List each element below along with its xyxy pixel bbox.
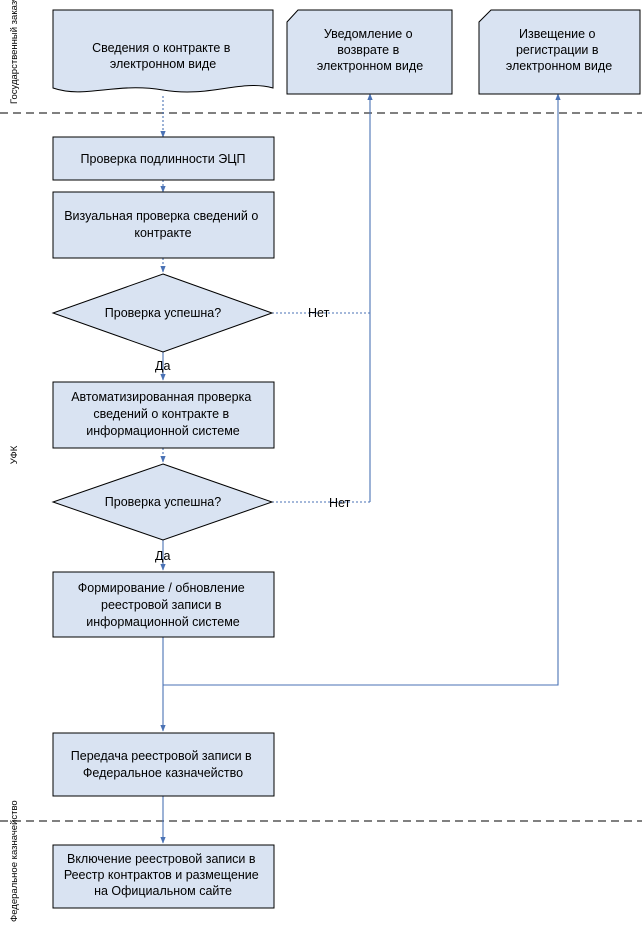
node-text: Проверка подлинности ЭЦП (81, 152, 246, 166)
node-registration-notice: Извещение о регистрации в электронном ви… (478, 9, 641, 95)
node-text: регистрации в (516, 43, 599, 57)
node-text: Федеральное казначейство (83, 766, 243, 780)
node-text: электронном виде (506, 59, 612, 73)
node-inclusion: Включение реестровой записи в Реестр кон… (52, 844, 275, 909)
node-text: электронном виде (110, 57, 216, 71)
edge-registry-to-registration-notice (163, 93, 561, 686)
node-text: контракте (134, 226, 191, 240)
edge-label-yes-2: Да (155, 549, 170, 563)
node-text: информационной системе (86, 615, 240, 629)
node-contract-info: Сведения о контракте в электронном виде (52, 9, 274, 93)
node-text: сведений о контракте в (93, 407, 229, 421)
svg-text:Визуальная проверка сведений о: Визуальная проверка сведений о контракте (64, 209, 262, 240)
edge-label-yes-1: Да (155, 359, 170, 373)
card-shape (478, 9, 641, 95)
node-text: Визуальная проверка сведений о (64, 209, 258, 223)
node-text: Сведения о контракте в (92, 41, 231, 55)
node-visual-check: Визуальная проверка сведений о контракте (52, 191, 275, 259)
svg-text:Сведения о контракте в э: Сведения о контракте в электронном виде (92, 41, 234, 71)
edge-label-no-2: Нет (329, 496, 351, 510)
svg-text:Включение реестровой записи в: Включение реестровой записи в Реестр кон… (64, 852, 262, 898)
node-auto-check: Автоматизированная проверка сведений о к… (52, 381, 275, 449)
node-registry-record: Формирование / обновление реестровой зап… (52, 571, 275, 638)
node-signature-check: Проверка подлинности ЭЦП (52, 136, 275, 181)
node-text: возврате в (337, 43, 399, 57)
node-text: Проверка успешна? (105, 495, 221, 509)
lane-label-ufk: УФК (9, 445, 20, 464)
node-text: информационной системе (86, 424, 240, 438)
svg-text:Передача реестровой записи в: Передача реестровой записи в Федеральное… (71, 749, 255, 780)
node-text: на Официальном сайте (94, 884, 232, 898)
svg-text:Извещение о регистрации: Извещение о регистрации в электронном ви… (506, 27, 612, 73)
node-decision-1: Проверка успешна? (51, 273, 274, 353)
node-text: Автоматизированная проверка (71, 390, 251, 404)
node-decision-2: Проверка успешна? (51, 463, 274, 541)
node-text: Проверка успешна? (105, 306, 221, 320)
node-transfer: Передача реестровой записи в Федеральное… (52, 732, 275, 797)
node-return-notice: Уведомление о возврате в электронном вид… (286, 9, 453, 95)
node-text: реестровой записи в (101, 598, 222, 612)
node-text: Извещение о (519, 27, 596, 41)
node-text: Реестр контрактов и размещение (64, 868, 259, 882)
node-text: Уведомление о (324, 27, 413, 41)
lane-label-customer: Государственный заказчик (9, 0, 20, 104)
lane-label-treasury: Федеральное казначейство (9, 800, 20, 922)
svg-text:Автоматизированная проверка: Автоматизированная проверка сведений о к… (71, 390, 255, 438)
svg-text:Формирование / обновление: Формирование / обновление реестровой зап… (78, 581, 248, 629)
node-text: Формирование / обновление (78, 581, 245, 595)
document-shape (52, 9, 274, 93)
edges (160, 93, 561, 844)
node-text: Передача реестровой записи в (71, 749, 252, 763)
node-text: электронном виде (317, 59, 423, 73)
node-text: Включение реестровой записи в (67, 852, 256, 866)
edge-label-no-1: Нет (308, 306, 330, 320)
card-shape (286, 9, 453, 95)
svg-text:Уведомление о возврате в: Уведомление о возврате в электронном вид… (317, 27, 423, 73)
